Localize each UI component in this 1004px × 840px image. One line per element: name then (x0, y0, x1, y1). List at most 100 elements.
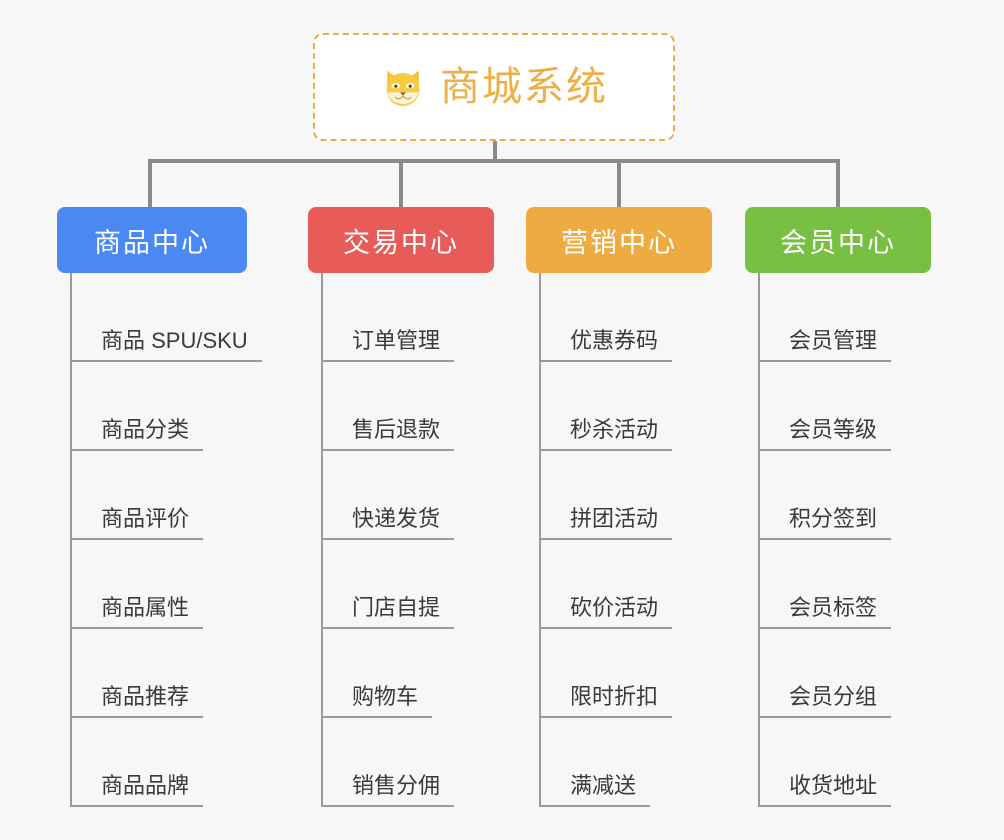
list-item[interactable]: 购物车 (308, 629, 494, 718)
list-item[interactable]: 会员分组 (745, 629, 931, 718)
connector-drop-0 (148, 159, 152, 207)
item-label: 商品品牌 (101, 775, 204, 807)
list-item[interactable]: 会员标签 (745, 540, 931, 629)
shiba-dog-face-icon (380, 65, 426, 111)
item-rule (539, 360, 572, 362)
list-item[interactable]: 会员管理 (745, 273, 931, 362)
item-label: 销售分佣 (352, 775, 455, 807)
category-items-2: 优惠券码 秒杀活动 拼团活动 砍价活动 限时折扣 满减送 (526, 273, 712, 807)
item-rule (539, 449, 572, 451)
item-rule (539, 805, 572, 807)
item-label: 快递发货 (352, 508, 455, 540)
item-rule (539, 716, 572, 718)
item-label: 积分签到 (789, 508, 892, 540)
list-item[interactable]: 拼团活动 (526, 451, 712, 540)
connector-drop-3 (836, 159, 840, 207)
list-item[interactable]: 商品分类 (57, 362, 247, 451)
item-rule (539, 538, 572, 540)
connector-drop-1 (399, 159, 403, 207)
list-item[interactable]: 销售分佣 (308, 718, 494, 807)
item-rule (70, 627, 103, 629)
item-spine-1 (321, 273, 323, 807)
list-item[interactable]: 会员等级 (745, 362, 931, 451)
item-label: 订单管理 (352, 330, 455, 362)
category-label-1: 交易中心 (343, 227, 459, 258)
category-header-0[interactable]: 商品中心 (57, 207, 247, 273)
item-label: 砍价活动 (570, 597, 673, 629)
item-spine-3 (758, 273, 760, 807)
list-item[interactable]: 商品 SPU/SKU (57, 273, 262, 362)
connector-drop-2 (617, 159, 621, 207)
item-rule (321, 716, 354, 718)
item-rule (70, 805, 103, 807)
list-item[interactable]: 门店自提 (308, 540, 494, 629)
category-header-2[interactable]: 营销中心 (526, 207, 712, 273)
list-item[interactable]: 限时折扣 (526, 629, 712, 718)
list-item[interactable]: 满减送 (526, 718, 712, 807)
category-column-1: 交易中心 订单管理 售后退款 快递发货 门店自提 购物车 (308, 207, 494, 807)
item-label: 商品分类 (101, 419, 204, 451)
item-rule (70, 360, 103, 362)
category-label-0: 商品中心 (94, 227, 210, 258)
item-label: 拼团活动 (570, 508, 673, 540)
list-item[interactable]: 订单管理 (308, 273, 494, 362)
connector-root-stem (493, 141, 497, 163)
item-rule (321, 360, 354, 362)
category-column-0: 商品中心 商品 SPU/SKU 商品分类 商品评价 商品属性 商品推荐 (57, 207, 262, 807)
item-rule (321, 538, 354, 540)
item-label: 门店自提 (352, 597, 455, 629)
category-header-1[interactable]: 交易中心 (308, 207, 494, 273)
category-items-1: 订单管理 售后退款 快递发货 门店自提 购物车 销售分佣 (308, 273, 494, 807)
item-rule (321, 627, 354, 629)
list-item[interactable]: 收货地址 (745, 718, 931, 807)
item-rule (758, 360, 791, 362)
item-label: 商品评价 (101, 508, 204, 540)
item-label: 收货地址 (789, 775, 892, 807)
item-label: 商品属性 (101, 597, 204, 629)
item-rule (321, 449, 354, 451)
item-rule (70, 449, 103, 451)
root-node[interactable]: 商城系统 (313, 33, 675, 141)
item-rule (758, 449, 791, 451)
list-item[interactable]: 秒杀活动 (526, 362, 712, 451)
item-rule (70, 716, 103, 718)
item-label: 购物车 (352, 686, 433, 718)
item-spine-2 (539, 273, 541, 807)
item-rule (70, 538, 103, 540)
item-rule (758, 627, 791, 629)
category-label-2: 营销中心 (561, 227, 677, 258)
list-item[interactable]: 商品推荐 (57, 629, 247, 718)
list-item[interactable]: 商品品牌 (57, 718, 247, 807)
category-items-0: 商品 SPU/SKU 商品分类 商品评价 商品属性 商品推荐 商品品牌 (57, 273, 262, 807)
list-item[interactable]: 快递发货 (308, 451, 494, 540)
item-rule (758, 716, 791, 718)
item-rule (758, 805, 791, 807)
list-item[interactable]: 砍价活动 (526, 540, 712, 629)
category-column-3: 会员中心 会员管理 会员等级 积分签到 会员标签 会员分组 (745, 207, 931, 807)
list-item[interactable]: 优惠券码 (526, 273, 712, 362)
list-item[interactable]: 商品属性 (57, 540, 247, 629)
list-item[interactable]: 商品评价 (57, 451, 247, 540)
category-column-2: 营销中心 优惠券码 秒杀活动 拼团活动 砍价活动 限时折扣 (526, 207, 712, 807)
item-label: 秒杀活动 (570, 419, 673, 451)
item-label: 会员标签 (789, 597, 892, 629)
category-label-3: 会员中心 (780, 227, 896, 258)
item-label: 优惠券码 (570, 330, 673, 362)
item-spine-0 (70, 273, 72, 807)
item-label: 商品推荐 (101, 686, 204, 718)
category-items-3: 会员管理 会员等级 积分签到 会员标签 会员分组 收货地址 (745, 273, 931, 807)
item-rule (758, 538, 791, 540)
item-label: 满减送 (570, 775, 651, 807)
list-item[interactable]: 售后退款 (308, 362, 494, 451)
list-item[interactable]: 积分签到 (745, 451, 931, 540)
item-label: 限时折扣 (570, 686, 673, 718)
item-label: 售后退款 (352, 419, 455, 451)
item-label: 会员等级 (789, 419, 892, 451)
category-header-3[interactable]: 会员中心 (745, 207, 931, 273)
item-label: 会员管理 (789, 330, 892, 362)
item-rule (539, 627, 572, 629)
item-label: 商品 SPU/SKU (101, 330, 262, 362)
item-label: 会员分组 (789, 686, 892, 718)
connector-horizontal-bus (148, 159, 840, 163)
